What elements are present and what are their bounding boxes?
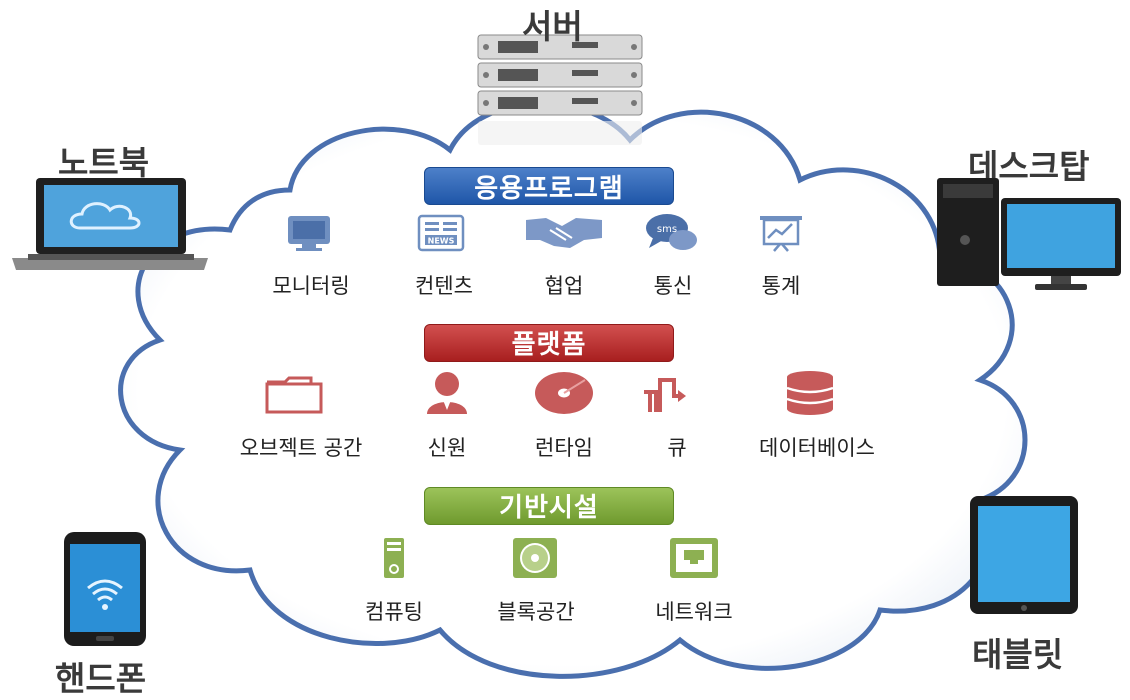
database-icon: [786, 371, 834, 415]
computing-icon: [384, 538, 404, 578]
server-label: 서버: [522, 7, 583, 46]
sms-icon-text: sms: [657, 224, 677, 235]
phone-label: 핸드폰: [55, 659, 147, 698]
tablet-label: 태블릿: [972, 635, 1064, 674]
tablet-icon: [970, 496, 1078, 614]
application-item-contents: 컨텐츠: [415, 274, 473, 298]
infrastructure-item-block-storage: 블록공간: [497, 600, 575, 624]
phone-icon: [64, 532, 146, 646]
identity-icon: [427, 372, 467, 414]
laptop-label: 노트북: [58, 143, 150, 182]
application-item-statistics: 통계: [761, 274, 801, 298]
application-item-collaboration: 협업: [544, 274, 584, 298]
statistics-icon: [760, 216, 802, 252]
platform-item-queue: 큐: [667, 436, 687, 460]
platform-item-database: 데이터베이스: [759, 436, 875, 460]
queue-icon: [644, 378, 686, 412]
infrastructure-banner: 기반시설: [424, 487, 674, 525]
application-banner: 응용프로그램: [424, 167, 674, 205]
platform-item-object-storage: 오브젝트 공간: [239, 436, 363, 460]
platform-item-runtime: 런타임: [535, 436, 593, 460]
infrastructure-item-computing: 컴퓨팅: [365, 600, 423, 624]
news-icon: NEWS: [417, 214, 465, 252]
application-item-communication: 통신: [653, 274, 693, 298]
disc-icon: [535, 372, 593, 414]
laptop-icon: [12, 178, 208, 270]
sms-icon: sms: [646, 214, 697, 250]
desktop-icon: [937, 178, 1121, 290]
platform-banner: 플랫폼: [424, 324, 674, 362]
network-icon: [670, 538, 718, 578]
monitor-icon: [288, 216, 330, 251]
application-item-monitoring: 모니터링: [272, 274, 350, 298]
infrastructure-item-network: 네트워크: [655, 600, 733, 624]
server-icon: [477, 34, 643, 145]
block-storage-icon: [513, 538, 557, 578]
handshake-icon: [526, 218, 602, 248]
platform-item-identity: 신원: [427, 436, 467, 460]
folder-icon: [265, 376, 323, 414]
news-icon-text: NEWS: [428, 237, 455, 246]
